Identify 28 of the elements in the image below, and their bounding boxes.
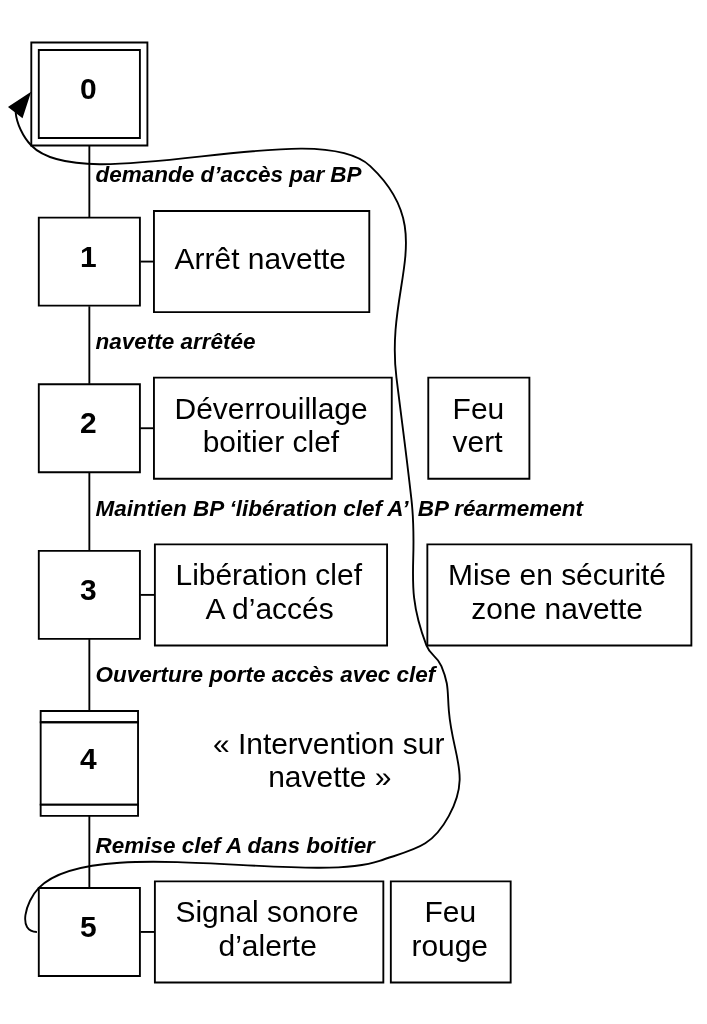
node-box: 5 — [37, 886, 141, 977]
node-box: Déverrouillage boitier clef — [153, 376, 393, 480]
node-label: « Intervention sur navette » — [212, 726, 445, 793]
edge-label: navette arrêtée — [95, 328, 256, 354]
node-box: Feu vert — [427, 376, 531, 480]
node-box: 1 — [37, 216, 141, 306]
connector — [139, 930, 156, 933]
edge-label: demande d’accès par BP — [95, 161, 362, 187]
connector — [88, 304, 91, 385]
node-box: Signal sonore d’alerte — [153, 879, 385, 983]
edge-label: Maintien BP ‘libération clef A’ — [95, 495, 409, 520]
connector — [139, 426, 155, 429]
node-box: Libération clef A d’accés — [153, 542, 388, 646]
edge-label: Remise clef A dans boitier — [95, 832, 375, 858]
node-box: Feu rouge — [389, 879, 512, 983]
connector — [88, 471, 91, 551]
edge-label: Ouverture porte accès avec clef — [95, 661, 436, 687]
connector — [88, 814, 91, 889]
connector — [139, 260, 155, 262]
edge-label: BP réarmement — [417, 495, 583, 520]
node-box: 0 — [30, 41, 149, 146]
connector — [88, 144, 91, 218]
connector — [139, 593, 156, 596]
node-box: Arrêt navette — [153, 209, 371, 313]
node-box: 2 — [37, 382, 141, 473]
connector — [88, 637, 91, 712]
node-box: 3 — [37, 549, 141, 640]
node-box: Mise en sécurité zone navette — [426, 542, 693, 646]
